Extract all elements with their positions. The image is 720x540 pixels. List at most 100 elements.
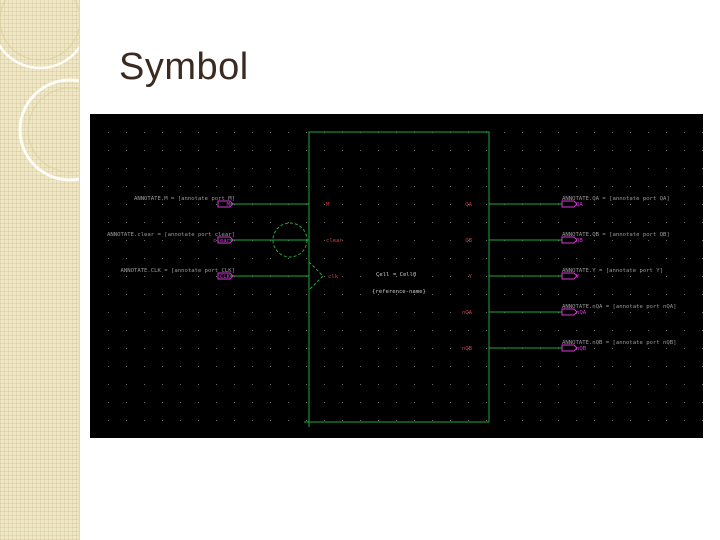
grid-dot: [612, 402, 613, 403]
grid-dot: [324, 240, 325, 241]
grid-dot: [522, 186, 523, 187]
annotation-clear: ANNOTATE.clear = [annotate port clear]: [107, 232, 235, 238]
grid-dot: [144, 204, 145, 205]
grid-dot: [162, 150, 163, 151]
grid-dot: [144, 330, 145, 331]
grid-dot: [216, 420, 217, 421]
grid-dot: [108, 186, 109, 187]
grid-dot: [414, 294, 415, 295]
grid-dot: [162, 366, 163, 367]
grid-dot: [180, 168, 181, 169]
grid-dot: [594, 168, 595, 169]
annotation-CLK: ANNOTATE.CLK = [annotate port CLK]: [120, 268, 235, 274]
grid-dot: [234, 222, 235, 223]
grid-dot: [378, 312, 379, 313]
grid-dot: [594, 222, 595, 223]
grid-dot: [378, 294, 379, 295]
grid-dot: [324, 222, 325, 223]
grid-dot: [342, 222, 343, 223]
grid-dot: [234, 132, 235, 133]
grid-dot: [666, 384, 667, 385]
grid-dot: [378, 330, 379, 331]
grid-dot: [288, 312, 289, 313]
grid-dot: [558, 330, 559, 331]
grid-dot: [648, 330, 649, 331]
grid-dot: [342, 384, 343, 385]
grid-dot: [234, 294, 235, 295]
grid-dot: [378, 222, 379, 223]
grid-dot: [684, 348, 685, 349]
schematic-canvas[interactable]: ANNOTATE.M = [annotate port M] M ANNOTAT…: [90, 114, 703, 438]
grid-dot: [612, 366, 613, 367]
grid-dot: [594, 420, 595, 421]
grid-dot: [306, 384, 307, 385]
port-shape-clear: [217, 236, 234, 244]
grid-dot: [144, 276, 145, 277]
grid-dot: [360, 240, 361, 241]
grid-dot: [324, 348, 325, 349]
grid-dot: [450, 348, 451, 349]
grid-dot: [378, 240, 379, 241]
grid-dot: [576, 330, 577, 331]
grid-dot: [108, 132, 109, 133]
grid-dot: [144, 312, 145, 313]
grid-dot: [684, 258, 685, 259]
grid-dot: [198, 150, 199, 151]
grid-dot: [342, 204, 343, 205]
grid-dot: [414, 150, 415, 151]
grid-dot: [648, 240, 649, 241]
grid-dot: [486, 294, 487, 295]
grid-dot: [126, 420, 127, 421]
grid-dot: [594, 132, 595, 133]
grid-dot: [324, 294, 325, 295]
grid-dot: [324, 204, 325, 205]
grid-dot: [594, 186, 595, 187]
grid-dot: [108, 258, 109, 259]
grid-dot: [360, 222, 361, 223]
grid-dot: [594, 330, 595, 331]
grid-dot: [540, 294, 541, 295]
grid-dot: [630, 294, 631, 295]
grid-dot: [324, 276, 325, 277]
grid-dot: [216, 330, 217, 331]
grid-dot: [108, 150, 109, 151]
grid-dot: [450, 204, 451, 205]
grid-dot: [324, 258, 325, 259]
grid-dot: [216, 294, 217, 295]
grid-dot: [162, 240, 163, 241]
grid-dot: [594, 366, 595, 367]
grid-dot: [576, 258, 577, 259]
grid-dot: [414, 330, 415, 331]
grid-dot: [216, 186, 217, 187]
grid-dot: [306, 132, 307, 133]
grid-dot: [684, 294, 685, 295]
grid-dot: [270, 186, 271, 187]
grid-dot: [540, 366, 541, 367]
grid-dot: [666, 402, 667, 403]
grid-dot: [126, 132, 127, 133]
grid-dot: [648, 222, 649, 223]
grid-dot: [252, 186, 253, 187]
grid-dot: [540, 384, 541, 385]
grid-dot: [180, 366, 181, 367]
grid-dot: [270, 384, 271, 385]
grid-dot: [666, 294, 667, 295]
grid-dot: [198, 348, 199, 349]
grid-dot: [576, 366, 577, 367]
grid-dot: [144, 420, 145, 421]
grid-dot: [198, 240, 199, 241]
grid-dot: [288, 258, 289, 259]
grid-dot: [414, 276, 415, 277]
grid-dot: [288, 132, 289, 133]
annotation-QB: ANNOTATE.QB = [annotate port QB]: [562, 232, 670, 238]
grid-dot: [540, 150, 541, 151]
grid-dot: [468, 222, 469, 223]
grid-dot: [486, 312, 487, 313]
grid-dot: [126, 204, 127, 205]
grid-dot: [108, 312, 109, 313]
grid-dot: [234, 312, 235, 313]
grid-dot: [414, 366, 415, 367]
grid-dot: [576, 420, 577, 421]
grid-dot: [684, 186, 685, 187]
grid-dot: [378, 186, 379, 187]
